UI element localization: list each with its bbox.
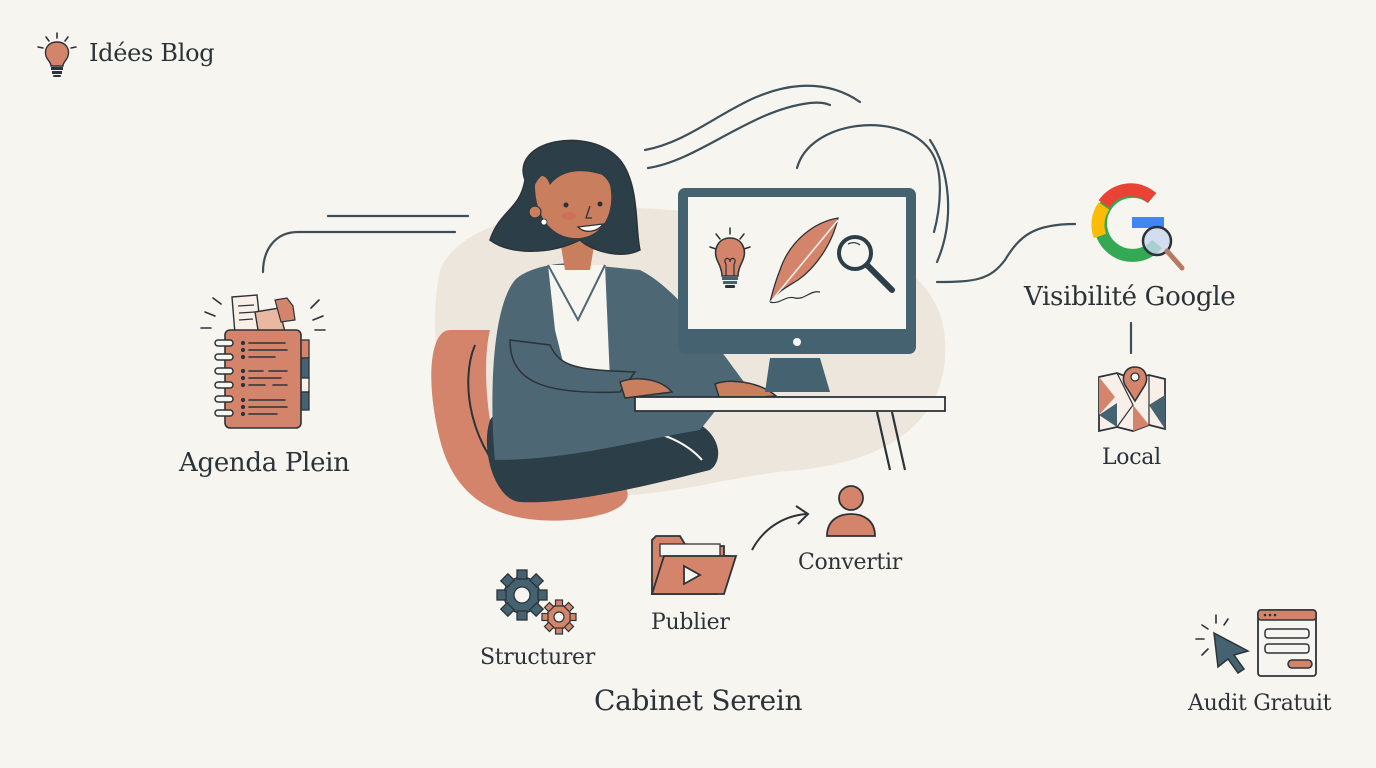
map-pin-icon (1098, 366, 1166, 433)
node-convertir-label: Convertir (798, 550, 902, 575)
node-google-label: Visibilité Google (1024, 282, 1236, 312)
node-google[interactable]: Visibilité Google (1010, 180, 1250, 320)
header-title[interactable]: Idées Blog (89, 39, 215, 67)
node-publier-label: Publier (651, 610, 730, 635)
user-icon (826, 485, 876, 537)
woman-at-computer-illustration (431, 139, 946, 521)
node-agenda-label: Agenda Plein (179, 448, 350, 478)
node-local-label: Local (1102, 445, 1161, 470)
node-structurer-label: Structurer (480, 645, 595, 670)
node-audit-label: Audit Gratuit (1188, 691, 1332, 716)
lightbulb-icon (37, 32, 77, 77)
node-local[interactable]: Local (1090, 365, 1180, 475)
google-search-icon (1091, 183, 1185, 271)
cabinet-serein-label: Cabinet Serein (594, 684, 803, 717)
header: Idées Blog (34, 30, 234, 80)
node-publier[interactable]: Publier (640, 530, 750, 640)
arrow-icon (751, 505, 810, 551)
node-audit[interactable]: Audit Gratuit (1180, 605, 1350, 725)
node-convertir[interactable]: Convertir (790, 480, 920, 580)
cursor-form-icon (1195, 609, 1317, 677)
notebook-icon (200, 294, 326, 429)
gears-icon (496, 569, 577, 635)
node-agenda[interactable]: Agenda Plein (170, 290, 370, 490)
video-folder-icon (650, 535, 738, 595)
node-structurer[interactable]: Structurer (470, 565, 610, 675)
